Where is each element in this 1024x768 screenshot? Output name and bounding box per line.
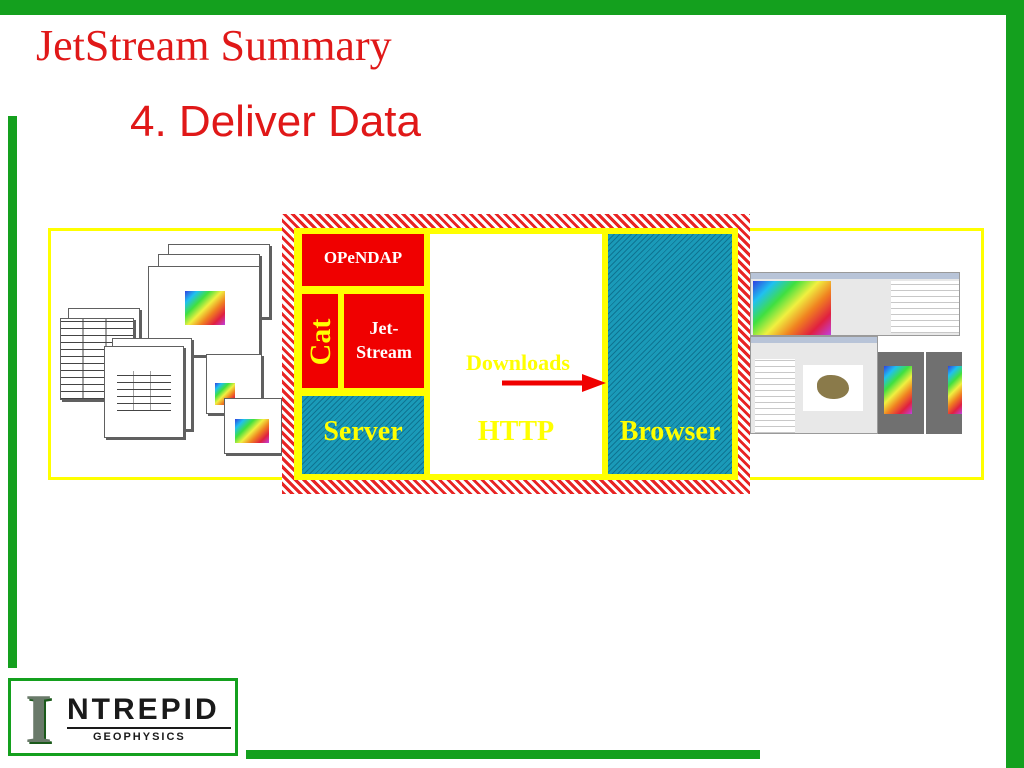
- browser-label: Browser: [619, 416, 721, 447]
- arrow-right-icon: [502, 374, 606, 392]
- jetstream-label-line1: Jet-: [369, 318, 399, 338]
- opendap-box: OPeNDAP: [302, 234, 424, 286]
- intrepid-logo: I NTREPID GEOPHYSICS: [8, 678, 238, 756]
- image-document: [224, 398, 282, 454]
- panel-image: [948, 366, 962, 414]
- app-image: [753, 281, 831, 335]
- documents-illustration: [60, 242, 282, 464]
- app-list-pane: [891, 281, 959, 333]
- image-panel: [926, 352, 962, 434]
- panel-image: [884, 366, 912, 414]
- frame-top-bar: [0, 0, 1024, 15]
- cat-label: Cat: [304, 318, 337, 366]
- logo-underline: [67, 727, 231, 729]
- server-cell: Server: [302, 396, 424, 474]
- app-list-pane: [755, 359, 795, 433]
- frame-bottom-bar: [246, 750, 760, 759]
- document-page: [104, 346, 184, 438]
- slide-title: JetStream Summary: [36, 21, 392, 70]
- frame-left-bar: [8, 116, 17, 668]
- slide-subtitle: 4. Deliver Data: [130, 97, 422, 146]
- http-label: HTTP: [477, 416, 555, 447]
- table-block: [117, 371, 171, 411]
- application-screenshots: [750, 272, 962, 434]
- app-window: [750, 336, 878, 434]
- server-label: Server: [323, 416, 403, 447]
- cat-box: Cat: [302, 294, 338, 388]
- logo-wordmark: NTREPID: [67, 693, 220, 726]
- frame-right-bar: [1006, 0, 1024, 768]
- browser-cell: Browser: [608, 234, 732, 474]
- opendap-label: OPeNDAP: [323, 248, 403, 267]
- http-channel: Downloads HTTP: [430, 234, 606, 474]
- app-window: [750, 272, 960, 336]
- logo-subtitle: GEOPHYSICS: [93, 731, 186, 743]
- image-panel: [878, 352, 924, 434]
- logo-initial: I: [25, 681, 53, 758]
- grid-image: [235, 419, 269, 443]
- australia-map: [803, 365, 863, 411]
- cat-label-wrap: Cat: [304, 296, 337, 388]
- download-arrow: [502, 374, 608, 392]
- jetstream-box: Jet- Stream: [344, 294, 424, 388]
- map-image: [185, 291, 225, 325]
- jetstream-label-line2: Stream: [356, 342, 412, 362]
- downloads-label: Downloads: [466, 350, 570, 375]
